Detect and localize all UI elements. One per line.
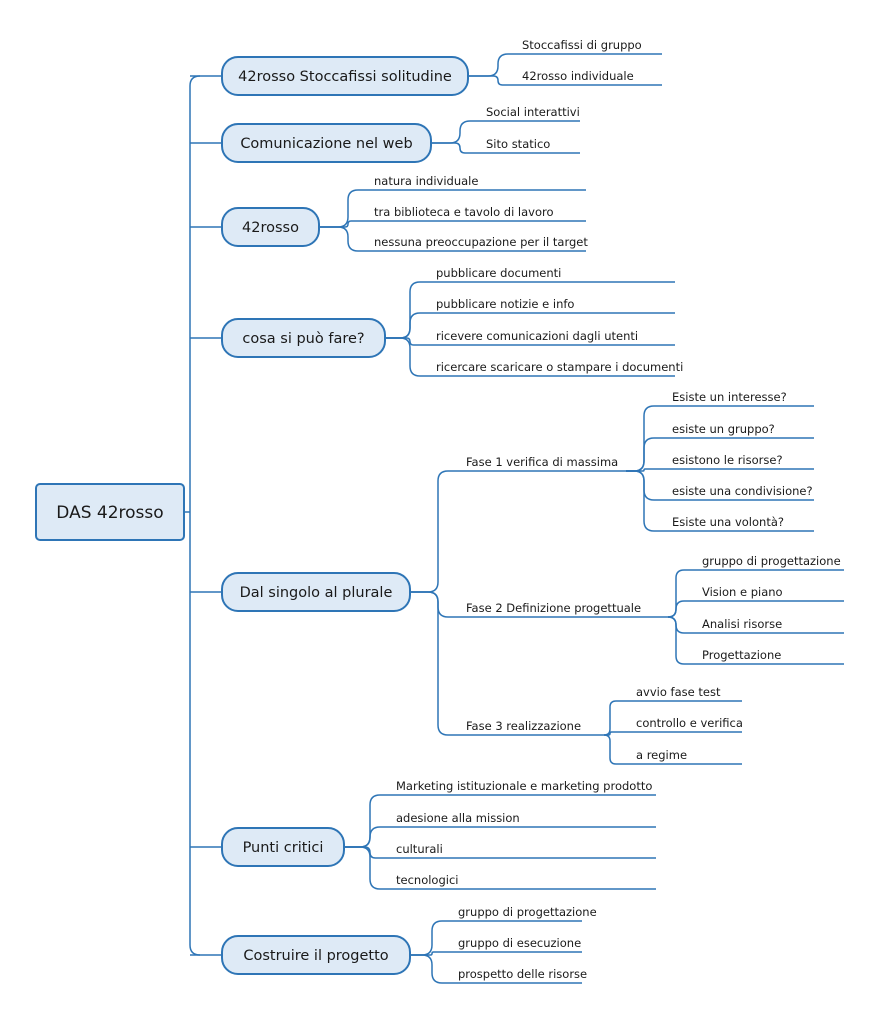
leaf-connector (344, 826, 388, 848)
leaf-connector (344, 846, 388, 890)
branch-42rosso-stoccafissi-solitudine[interactable] (221, 56, 469, 96)
leaf-connector (603, 700, 628, 736)
leaf-tecnologici[interactable]: tecnologici (396, 873, 458, 887)
branch-label: Dal singolo al plurale (240, 585, 393, 601)
leaf-progettazione[interactable]: Progettazione (702, 648, 781, 662)
phase-fase-1-verifica-di-massima[interactable]: Fase 1 verifica di massima (466, 455, 618, 469)
leaf-connector (468, 75, 514, 86)
leaf-vision-e-piano[interactable]: Vision e piano (702, 585, 783, 599)
root-node[interactable] (35, 483, 185, 541)
leaf-connector (604, 731, 628, 736)
leaf-connector (626, 468, 664, 472)
branch-label: 42rosso (242, 220, 299, 236)
root-label: DAS 42rosso (56, 503, 163, 523)
branch-label: 42rosso Stoccafissi solitudine (238, 69, 452, 85)
leaf-prospetto-delle-risorse[interactable]: prospetto delle risorse (458, 967, 587, 981)
branch-label: Costruire il progetto (243, 948, 388, 964)
leaf-marketing-istituzionale-e-marketing-prodotto[interactable]: Marketing istituzionale e marketing prod… (396, 779, 652, 793)
leaf-connector (626, 437, 664, 472)
leaf-tra-biblioteca-e-tavolo-di-lavoro[interactable]: tra biblioteca e tavolo di lavoro (374, 205, 554, 219)
leaf-connector (603, 734, 628, 765)
leaf-connector (319, 220, 366, 228)
leaf-adesione-alla-mission[interactable]: adesione alla mission (396, 811, 520, 825)
leaf-ricercare-scaricare-o-stampare-i-documenti[interactable]: ricercare scaricare o stampare i documen… (436, 360, 683, 374)
branch-costruire-il-progetto[interactable] (221, 935, 411, 975)
branch-cosa-si-puo-fare[interactable] (221, 318, 386, 358)
leaf-connector (431, 120, 478, 144)
leaf-analisi-risorse[interactable]: Analisi risorse (702, 617, 782, 631)
leaf-controllo-e-verifica[interactable]: controllo e verifica (636, 716, 743, 730)
leaf-connector (667, 569, 694, 618)
leaf-gruppo-di-progettazione[interactable]: gruppo di progettazione (458, 905, 597, 919)
leaf-connector (626, 470, 664, 532)
leaf-connector (667, 600, 694, 618)
leaf-esiste-un-gruppo[interactable]: esiste un gruppo? (672, 422, 775, 436)
nodes: DAS 42rosso 42rosso Stoccafissi solitudin… (35, 38, 841, 981)
leaf-social-interattivi[interactable]: Social interattivi (486, 105, 580, 119)
phase-fase-2-definizione-progettuale[interactable]: Fase 2 Definizione progettuale (466, 601, 641, 615)
leaf-connector (431, 142, 478, 154)
phase-connector (410, 591, 458, 736)
leaf-42rosso-individuale[interactable]: 42rosso individuale (522, 69, 634, 83)
leaf-gruppo-di-progettazione[interactable]: gruppo di progettazione (702, 554, 841, 568)
branch-label: cosa si può fare? (242, 331, 364, 347)
branch-dal-singolo-al-plurale[interactable] (221, 572, 411, 612)
branch-punti-critici[interactable] (221, 827, 345, 867)
phase-connector (410, 470, 458, 593)
leaf-connector (319, 226, 366, 252)
leaf-nessuna-preoccupazione-per-il-target[interactable]: nessuna preoccupazione per il target (374, 235, 588, 249)
leaf-connector (667, 616, 694, 634)
leaf-esiste-una-volonta[interactable]: Esiste una volontà? (672, 515, 784, 529)
leaf-pubblicare-documenti[interactable]: pubblicare documenti (436, 266, 561, 280)
spine-connector (189, 75, 201, 956)
leaf-connector (410, 920, 450, 956)
leaf-culturali[interactable]: culturali (396, 842, 443, 856)
leaf-esiste-un-interesse[interactable]: Esiste un interesse? (672, 390, 787, 404)
leaf-connector (344, 794, 388, 848)
leaf-avvio-fase-test[interactable]: avvio fase test (636, 685, 721, 699)
phase-connector (410, 591, 458, 618)
leaf-connector (385, 337, 428, 346)
leaf-connector (667, 616, 694, 665)
leaf-stoccafissi-di-gruppo[interactable]: Stoccafissi di gruppo (522, 38, 642, 52)
leaf-a-regime[interactable]: a regime (636, 748, 687, 762)
leaf-connector (410, 951, 450, 956)
leaf-esistono-le-risorse[interactable]: esistono le risorse? (672, 453, 783, 467)
branch-42rosso[interactable] (221, 207, 320, 247)
leaf-connector (468, 53, 514, 77)
branch-comunicazione-nel-web[interactable] (221, 123, 432, 163)
leaf-connector (385, 281, 428, 339)
leaf-esiste-una-condivisione[interactable]: esiste una condivisione? (672, 484, 813, 498)
connectors (184, 53, 844, 984)
leaf-ricevere-comunicazioni-dagli-utenti[interactable]: ricevere comunicazioni dagli utenti (436, 329, 638, 343)
leaf-gruppo-di-esecuzione[interactable]: gruppo di esecuzione (458, 936, 581, 950)
leaf-pubblicare-notizie-e-info[interactable]: pubblicare notizie e info (436, 297, 574, 311)
leaf-sito-statico[interactable]: Sito statico (486, 137, 550, 151)
branch-label: Punti critici (243, 840, 324, 856)
leaf-connector (385, 337, 428, 377)
phase-fase-3-realizzazione[interactable]: Fase 3 realizzazione (466, 719, 581, 733)
branch-label: Comunicazione nel web (240, 136, 412, 152)
leaf-connector (410, 954, 450, 984)
leaf-natura-individuale[interactable]: natura individuale (374, 174, 478, 188)
leaf-connector (626, 470, 664, 501)
leaf-connector (385, 312, 428, 339)
